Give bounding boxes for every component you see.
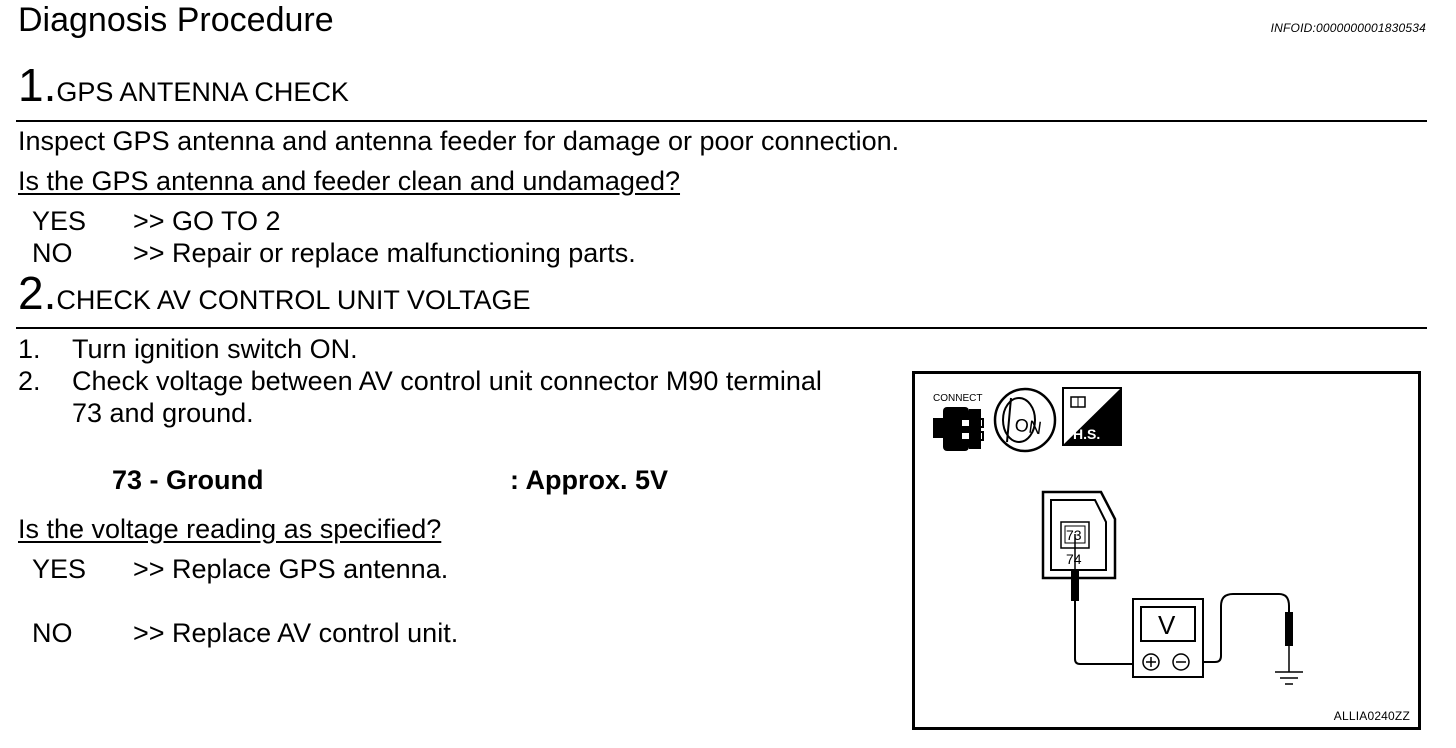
voltage-check-figure: CONNECT ON H.S. 73: [912, 371, 1421, 730]
negative-probe: [1203, 593, 1293, 672]
step-2-yes-action: >> Replace GPS antenna.: [133, 554, 449, 584]
step-2-yes-label: YES: [32, 554, 87, 584]
terminal-74-label: 74: [1066, 551, 1082, 567]
voltmeter-icon: V: [1132, 598, 1204, 678]
step-2-item-1-text: Turn ignition switch ON.: [72, 334, 358, 364]
step-2-number: 2.: [18, 267, 57, 319]
step-1-title: GPS ANTENNA CHECK: [56, 77, 349, 107]
step-2-no-label: NO: [32, 618, 73, 648]
step-1-yes-label: YES: [32, 206, 87, 236]
step-1-yes-action: >> GO TO 2: [133, 206, 281, 236]
step-2-item-2-text-line1: Check voltage between AV control unit co…: [72, 366, 822, 396]
m90-connector: 73 74: [1041, 490, 1117, 580]
step-2-no-action: >> Replace AV control unit.: [133, 618, 459, 648]
step-1-no-action: >> Repair or replace malfunctioning part…: [133, 238, 636, 268]
step-2-item-2-number: 2.: [18, 366, 41, 396]
step-1-heading: 1.GPS ANTENNA CHECK: [18, 62, 349, 108]
step-2-rule: [16, 327, 1427, 329]
step-1-instruction: Inspect GPS antenna and antenna feeder f…: [18, 126, 900, 156]
step-1-number: 1.: [18, 59, 57, 111]
figure-code: ALLIA0240ZZ: [1333, 709, 1410, 723]
ground-symbol: [1275, 671, 1303, 685]
page-title: Diagnosis Procedure: [18, 1, 334, 39]
connector-icon: [933, 407, 984, 451]
spec-label: 73 - Ground: [112, 465, 264, 495]
step-2-heading: 2.CHECK AV CONTROL UNIT VOLTAGE: [18, 270, 530, 316]
step-1-no-label: NO: [32, 238, 73, 268]
circuit-diagram: CONNECT ON H.S. 73: [933, 387, 1303, 685]
step-1-rule: [16, 120, 1427, 122]
connect-label: CONNECT: [933, 393, 982, 404]
ignition-key-icon: ON: [993, 387, 1057, 453]
spec-value: : Approx. 5V: [510, 465, 669, 495]
step-2-item-1-number: 1.: [18, 334, 41, 364]
step-2-question: Is the voltage reading as specified?: [18, 514, 442, 544]
step-2-title: CHECK AV CONTROL UNIT VOLTAGE: [56, 285, 531, 315]
harness-side-icon: H.S.: [1062, 387, 1122, 446]
step-1-question: Is the GPS antenna and feeder clean and …: [18, 166, 681, 196]
info-id: INFOID:0000000001830534: [1270, 21, 1426, 35]
positive-probe: [1071, 534, 1133, 665]
on-label: ON: [1013, 415, 1043, 439]
hs-label: H.S.: [1073, 426, 1100, 442]
terminal-73-label: 73: [1066, 527, 1082, 543]
step-2-item-2-text-line2: 73 and ground.: [72, 398, 254, 428]
meter-v-label: V: [1158, 610, 1176, 640]
